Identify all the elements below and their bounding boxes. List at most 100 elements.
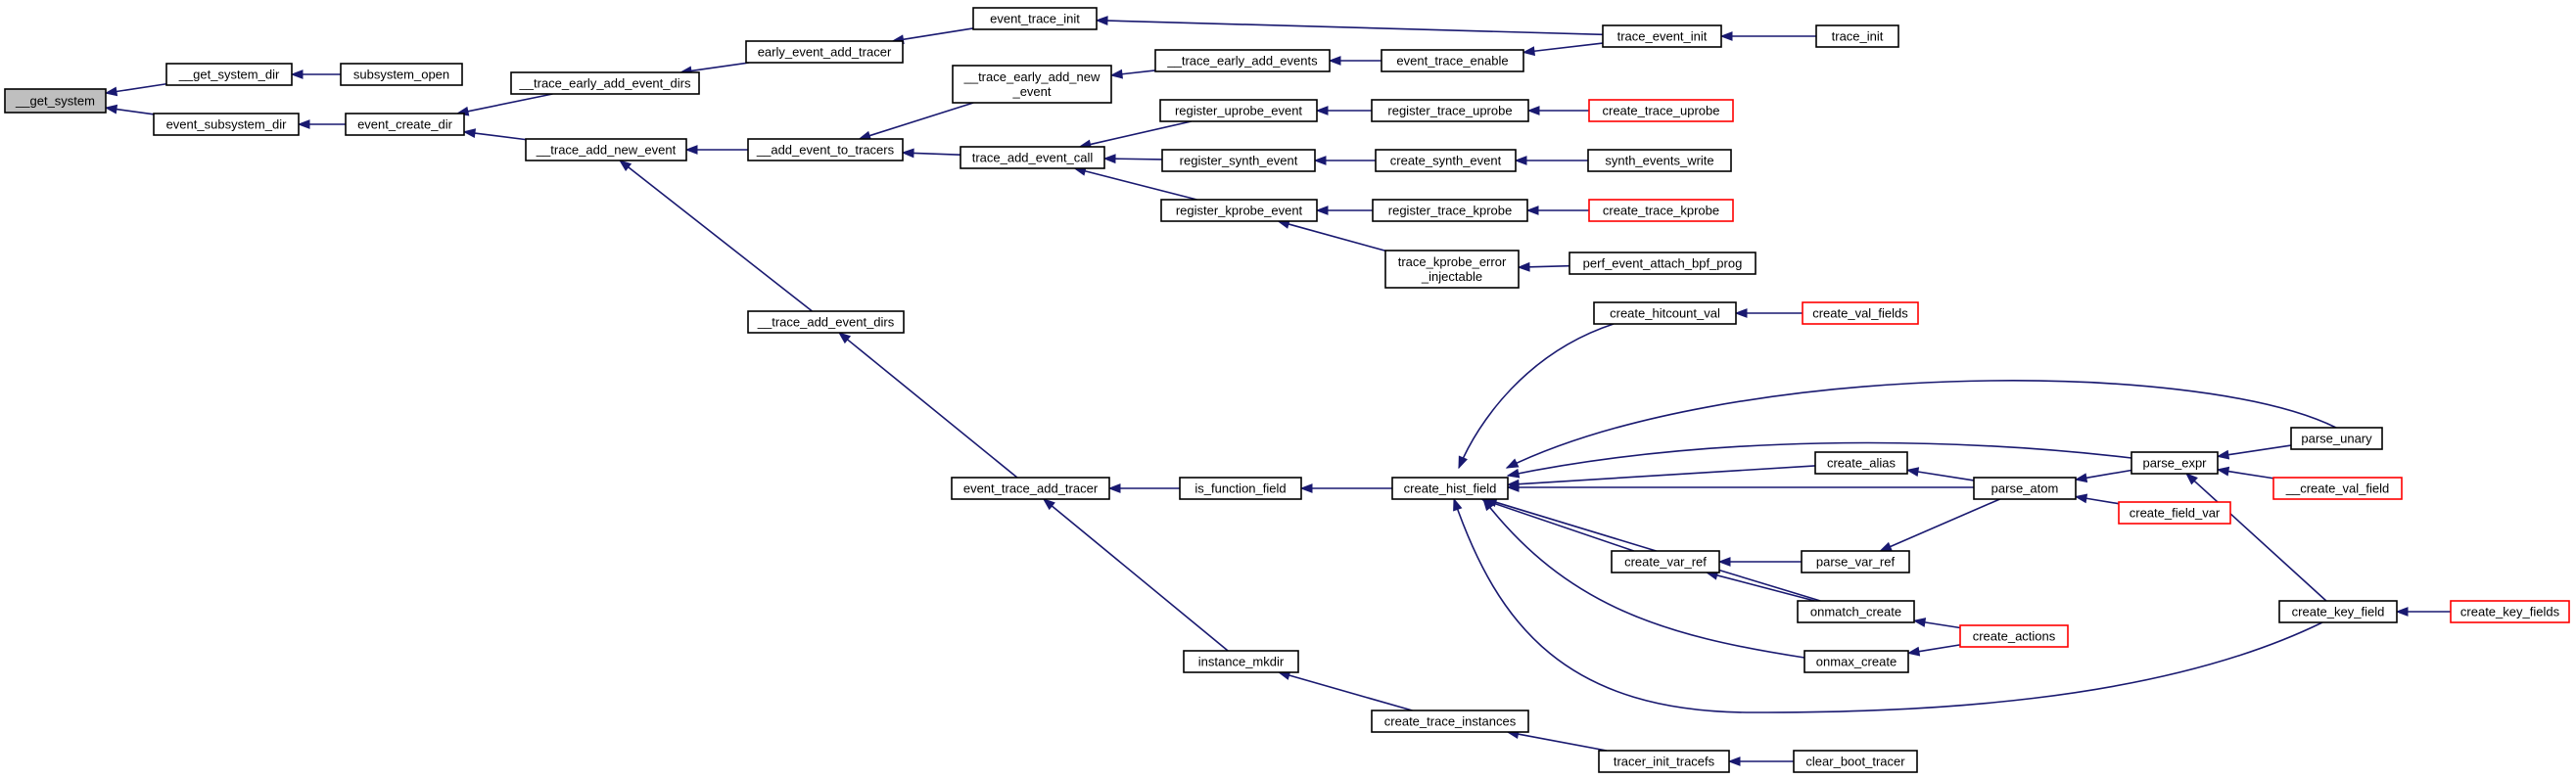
edge-line [2085,497,2120,505]
edge-arrowhead [2074,493,2088,504]
node-create-trace-uprobe[interactable]: create_trace_uprobe [1588,99,1734,122]
node-get-system-dir[interactable]: __get_system_dir [165,63,293,86]
node-synth-events-write[interactable]: synth_events_write [1587,149,1732,172]
edge-create_trace_kprobe-to-register_trace_kprobe [1525,206,1589,215]
edge-arrowhead [1727,756,1741,766]
edge-line [903,27,974,41]
node-get-system[interactable]: __get_system [4,88,107,114]
node-label: create_key_field [2292,604,2385,619]
node-label: event_trace_init [990,11,1080,25]
edge-line [116,82,167,93]
node-parse-var-ref[interactable]: parse_var_ref [1801,550,1910,573]
node-trace-init[interactable]: trace_init [1815,24,1899,48]
edge-line [1506,380,2337,469]
node-create-hist-field[interactable]: create_hist_field [1391,477,1509,500]
edge-arrowhead [1517,261,1530,272]
node-register-kprobe-event[interactable]: register_kprobe_event [1160,199,1318,222]
node-create-trace-instances[interactable]: create_trace_instances [1371,710,1529,733]
node-box [1384,250,1520,289]
node-box [1371,99,1529,122]
node-early-event-add-tracer[interactable]: early_event_add_tracer [745,40,904,64]
node-is-function-field[interactable]: is_function_field [1179,477,1302,500]
edge-line [474,132,527,141]
edge-parse_atom-to-create_hist_field [1506,482,1974,492]
node-register-trace-uprobe[interactable]: register_trace_uprobe [1371,99,1529,122]
edge-arrowhead [1717,557,1731,567]
node-event-subsystem-dir[interactable]: event_subsystem_dir [153,113,300,136]
node-trace-early-add-events[interactable]: __trace_early_add_events [1154,49,1331,72]
node-box [1391,477,1509,500]
node-event-trace-enable[interactable]: event_trace_enable [1381,49,1524,72]
node-register-uprobe-event[interactable]: register_uprobe_event [1159,99,1318,122]
node-box [510,71,700,95]
node-subsystem-open[interactable]: subsystem_open [340,63,463,86]
node-label: event_trace_enable [1396,53,1508,68]
edge-register_trace_kprobe-to-register_kprobe_event [1315,206,1373,215]
node-create-hitcount-val[interactable]: create_hitcount_val [1593,301,1737,325]
node-event-trace-add-tracer[interactable]: event_trace_add_tracer [951,477,1110,500]
edge-parse_expr-to-create_hist_field [1506,441,2132,479]
edge-line [1518,465,1816,485]
node-add-event-to-tracers[interactable]: __add_event_to_tracers [747,138,904,161]
node-box [153,113,300,136]
node-onmax-create[interactable]: onmax_create [1803,650,1909,673]
edge-create_key_field-to-parse_expr [2185,473,2327,602]
node-label: register_trace_kprobe [1388,203,1512,217]
node-create-synth-event[interactable]: create_synth_event [1375,149,1517,172]
node-onmatch-create[interactable]: onmatch_create [1797,600,1915,623]
node-trace-add-event-call[interactable]: trace_add_event_call [960,146,1105,169]
node-trace-kprobe-error-injectable[interactable]: trace_kprobe_error_injectable [1384,250,1520,289]
node-create-key-fields[interactable]: create_key_fields [2450,600,2570,623]
node-create-field-var[interactable]: create_field_var [2118,501,2231,525]
edge-arrowhead [1482,497,1494,512]
edge-synth_events_write-to-create_synth_event [1514,156,1588,165]
node-instance-mkdir[interactable]: instance_mkdir [1183,650,1299,673]
node-clear-boot-tracer[interactable]: clear_boot_tracer [1793,750,1918,773]
node-trace-early-add-event-dirs[interactable]: __trace_early_add_event_dirs [510,71,700,95]
node-parse-unary[interactable]: parse_unary [2290,427,2383,450]
node-create-val-field[interactable]: __create_val_field [2272,477,2403,500]
node-box [2272,477,2403,500]
edge-event_trace_add_tracer-to-trace_add_event_dirs [837,332,1018,479]
node-box [1593,301,1737,325]
node-parse-atom[interactable]: parse_atom [1973,477,2077,500]
node-create-val-fields[interactable]: create_val_fields [1802,301,1919,325]
node-box [745,40,904,64]
node-label: _event [1011,84,1051,99]
node-tracer-init-tracefs[interactable]: tracer_init_tracefs [1598,750,1730,773]
node-box [1375,149,1517,172]
edge-line [1084,169,1197,201]
node-trace-early-add-new-event[interactable]: __trace_early_add_new_event [952,65,1112,104]
node-label: create_trace_instances [1384,713,1517,728]
node-trace-add-event-dirs[interactable]: __trace_add_event_dirs [747,310,905,334]
edge-create_synth_event-to-register_synth_event [1313,156,1376,165]
node-box [1587,149,1732,172]
node-label: parse_unary [2301,431,2372,445]
node-create-var-ref[interactable]: create_var_ref [1611,550,1720,573]
edge-arrowhead [1042,498,1055,511]
node-event-trace-init[interactable]: event_trace_init [972,7,1098,30]
node-create-actions[interactable]: create_actions [1959,624,2069,648]
edge-arrowhead [1526,106,1540,115]
node-event-create-dir[interactable]: event_create_dir [345,113,465,136]
node-perf-event-attach-bpf-prog[interactable]: perf_event_attach_bpf_prog [1569,252,1756,275]
node-create-trace-kprobe[interactable]: create_trace_kprobe [1588,199,1734,222]
node-create-key-field[interactable]: create_key_field [2278,600,2398,623]
node-trace-add-new-event[interactable]: __trace_add_new_event [525,138,687,161]
node-register-trace-kprobe[interactable]: register_trace_kprobe [1372,199,1528,222]
edge-line [2085,469,2132,480]
edge-line [2193,480,2327,602]
node-parse-expr[interactable]: parse_expr [2131,451,2219,475]
edge-register_trace_uprobe-to-register_uprobe_event [1315,106,1372,115]
node-trace-event-init[interactable]: trace_event_init [1602,24,1722,48]
edge-create_key_field-to-create_hist_field [1453,497,2323,713]
edge-arrowhead [1719,31,1733,41]
edge-arrowhead [2185,473,2198,485]
edge-line [2227,470,2274,480]
edge-trace_add_new_event-to-event_create_dir [462,128,527,141]
node-label: parse_var_ref [1816,554,1896,569]
node-register-synth-event[interactable]: register_synth_event [1161,149,1316,172]
node-create-alias[interactable]: create_alias [1814,451,1908,475]
node-label: create_trace_uprobe [1603,103,1720,117]
edge-parse_atom-to-parse_var_ref [1879,498,2000,552]
